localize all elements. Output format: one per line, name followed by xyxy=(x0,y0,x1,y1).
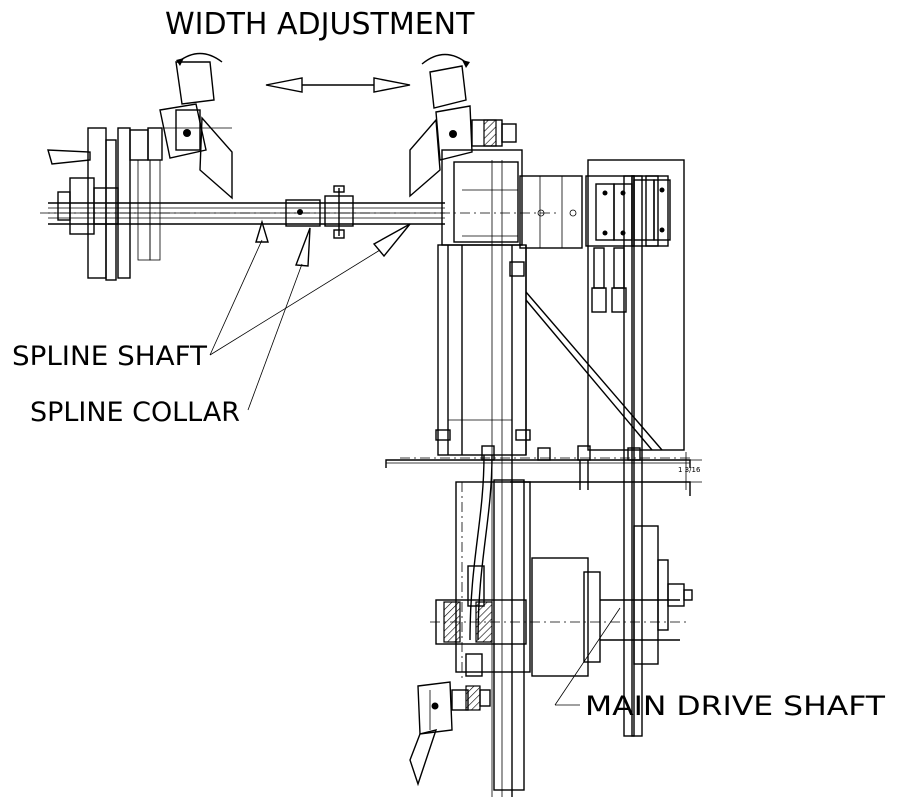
upper-pulley xyxy=(631,175,669,247)
spline-collar-label: SPLINE COLLAR xyxy=(30,397,240,428)
dimension-1-3-16: 1 3/16 xyxy=(672,452,702,490)
width-adjustment-label: WIDTH ADJUSTMENT xyxy=(165,7,475,42)
spline-collar-leader xyxy=(247,263,303,411)
main-frame xyxy=(435,149,663,797)
shaft-coupling xyxy=(519,175,583,249)
main-pulley xyxy=(633,525,693,665)
spline-shaft-leader-2 xyxy=(209,249,381,356)
spline-collar xyxy=(285,185,354,239)
width-adjustment-arrow xyxy=(265,77,411,93)
spline-shaft-leader-1 xyxy=(209,239,263,356)
right-upper-gripper xyxy=(409,65,517,198)
right-bearing-block xyxy=(585,159,685,451)
spline-cone-3 xyxy=(372,223,411,258)
spline-shaft-label: SPLINE SHAFT xyxy=(12,341,208,372)
spline-cone-2 xyxy=(295,227,311,267)
rotation-arc-right-icon xyxy=(421,53,470,68)
left-assembly xyxy=(47,61,233,281)
rotation-arc-left-icon xyxy=(176,52,223,66)
spline-cone-1 xyxy=(255,219,269,243)
svg-text:1 3/16: 1 3/16 xyxy=(678,466,701,474)
lower-frame xyxy=(455,479,531,791)
main-drive-shaft-label: MAIN DRIVE SHAFT xyxy=(585,691,886,722)
drive-belt xyxy=(469,175,643,737)
lower-gripper xyxy=(409,681,491,787)
lower-sprocket xyxy=(430,565,690,677)
main-drive-motor xyxy=(531,557,680,677)
cross-plate xyxy=(385,445,691,496)
